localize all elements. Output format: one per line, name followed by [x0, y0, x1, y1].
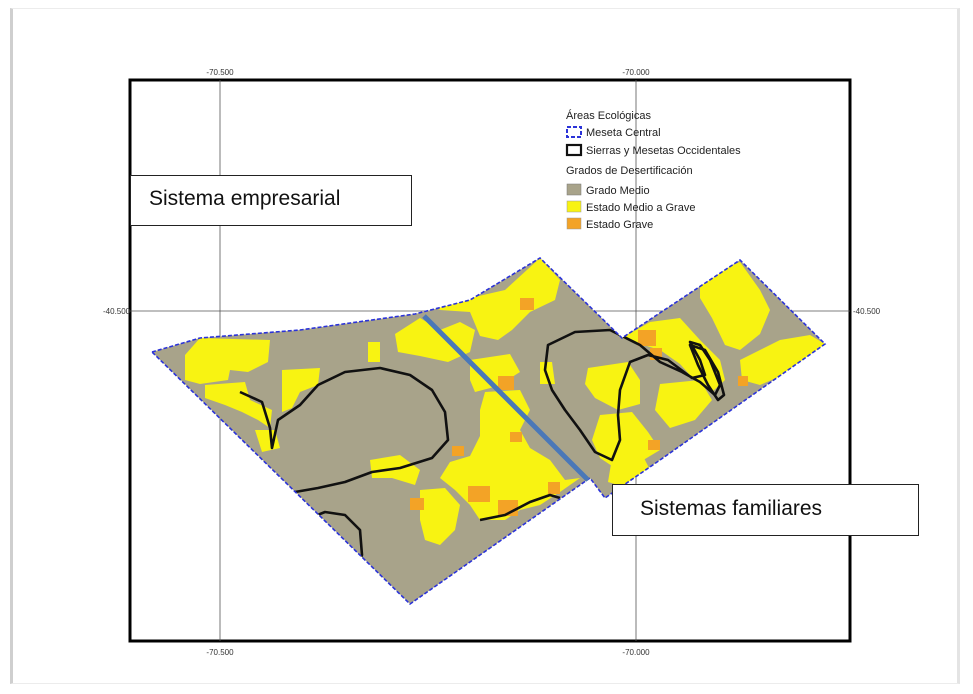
- legend-swatch-sierras: [565, 143, 583, 157]
- legend-swatch-meseta: [566, 126, 582, 138]
- legend-label-meseta: Meseta Central: [586, 127, 661, 139]
- annotation-sistemas-familiares: Sistemas familiares: [612, 484, 919, 536]
- grave-patches: [410, 298, 748, 516]
- tick-top-west: -70.500: [206, 68, 234, 77]
- page-border: [10, 8, 960, 684]
- legend-section-title-areas: Áreas Ecológicas: [566, 109, 651, 122]
- systems-divider-line: [422, 314, 590, 482]
- map-legend: Áreas Ecológicas Meseta Central Sierras …: [565, 109, 741, 231]
- legend-swatch-grave: [566, 217, 582, 230]
- annotation-sistema-empresarial: Sistema empresarial: [130, 175, 412, 226]
- tick-bottom-west: -70.500: [206, 648, 234, 657]
- tick-left: -40.500: [103, 307, 131, 316]
- legend-label-sierras: Sierras y Mesetas Occidentales: [586, 145, 741, 157]
- legend-swatch-medio-grave: [566, 200, 582, 213]
- legend-label-medio-grave: Estado Medio a Grave: [586, 202, 695, 214]
- legend-section-title-grados: Grados de Desertificación: [566, 165, 693, 177]
- tick-bottom-east: -70.000: [622, 648, 650, 657]
- tick-top-east: -70.000: [622, 68, 650, 77]
- meseta-central-outline: [150, 256, 827, 606]
- legend-label-grave: Estado Grave: [586, 219, 653, 231]
- legend-label-grado-medio: Grado Medio: [586, 185, 650, 197]
- legend-swatch-grado-medio: [566, 183, 582, 196]
- tick-right: -40.500: [853, 307, 881, 316]
